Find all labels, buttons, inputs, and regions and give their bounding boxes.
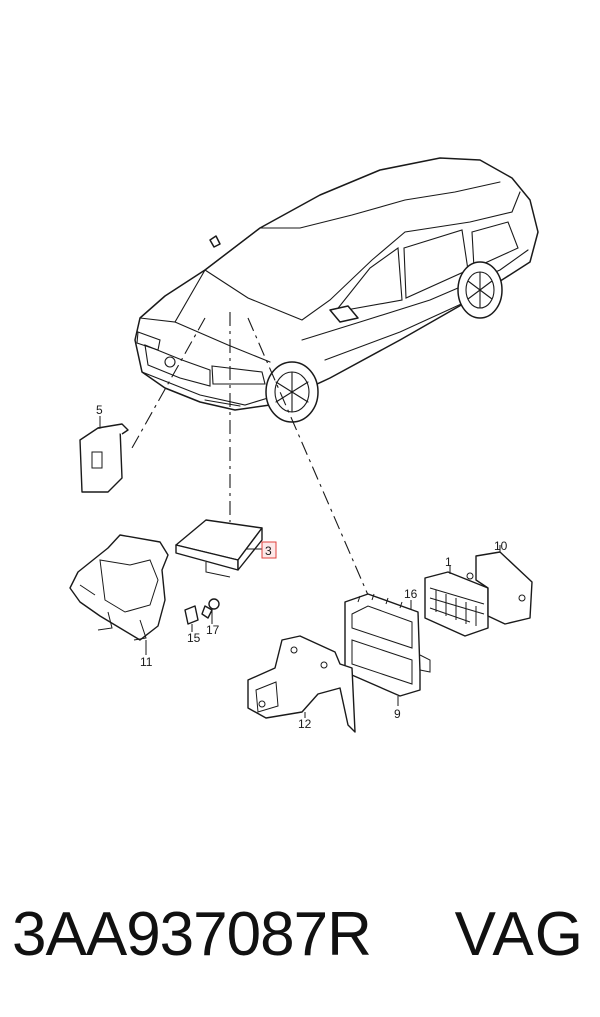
part-1-fuse-box bbox=[424, 566, 489, 637]
parts-diagram: 5 3 11 15 17 16 1 10 9 12 bbox=[69, 157, 539, 733]
callout-3-highlight bbox=[261, 541, 277, 559]
callout-labels: 5 3 11 15 17 16 1 10 9 12 bbox=[96, 403, 508, 731]
callout-9: 9 bbox=[394, 707, 401, 721]
part-15-clip bbox=[184, 605, 199, 632]
callout-17: 17 bbox=[206, 623, 220, 637]
part-11-holder bbox=[69, 534, 169, 655]
part-17-screw bbox=[201, 598, 220, 624]
callout-15: 15 bbox=[187, 631, 201, 645]
callout-11: 11 bbox=[140, 655, 153, 669]
callout-1: 1 bbox=[445, 555, 452, 569]
part-9-frame bbox=[344, 593, 431, 706]
part-number: 3AA937087R bbox=[12, 900, 372, 969]
callout-5: 5 bbox=[96, 403, 103, 417]
callout-10: 10 bbox=[494, 539, 508, 553]
part-10-mounting-plate bbox=[466, 545, 533, 625]
callout-12: 12 bbox=[298, 717, 312, 731]
part-3-control-module bbox=[175, 519, 263, 578]
brand-name: VAG bbox=[454, 900, 584, 969]
connector-lines bbox=[131, 312, 369, 596]
part-12-bracket bbox=[247, 635, 356, 733]
footer: 3AA937087R VAG bbox=[0, 890, 600, 980]
part-5-bracket bbox=[79, 416, 129, 493]
callout-3: 3 bbox=[265, 544, 272, 558]
car-illustration bbox=[134, 157, 539, 423]
callout-16: 16 bbox=[404, 587, 418, 601]
